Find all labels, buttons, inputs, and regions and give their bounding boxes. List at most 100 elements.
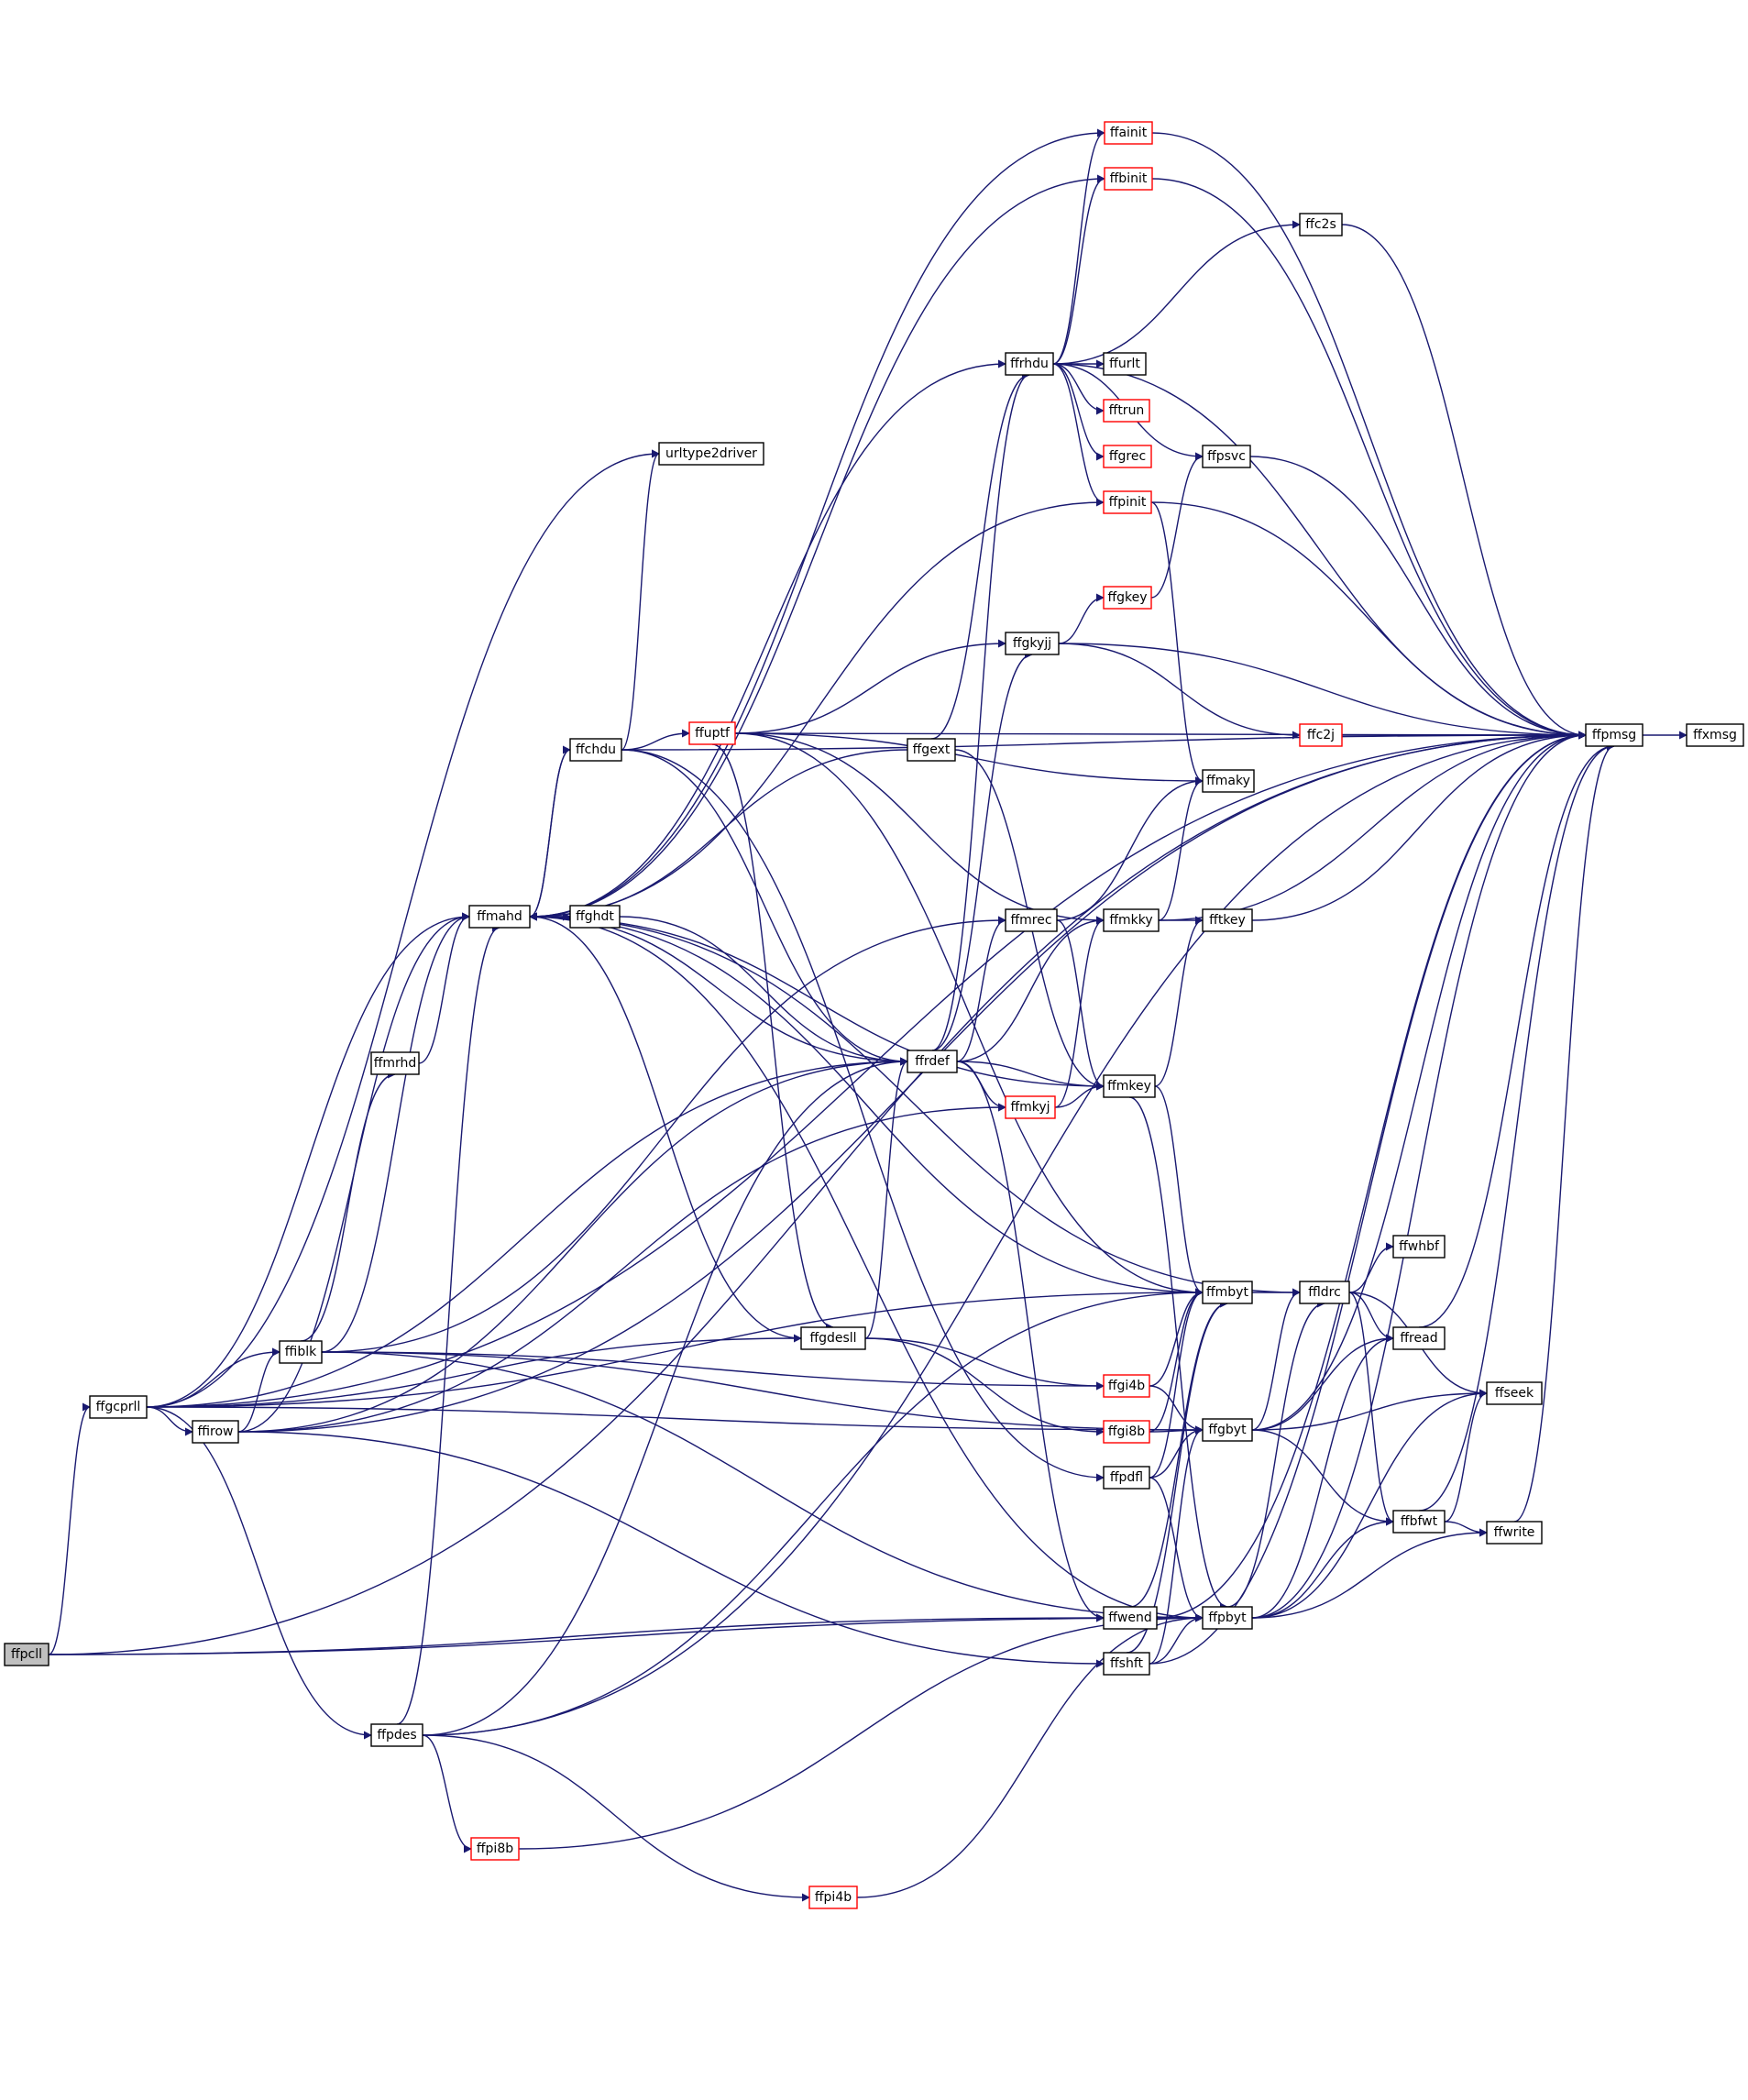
- node-label-ffrhdu: ffrhdu: [1010, 357, 1049, 371]
- node-ffpinit[interactable]: ffpinit: [1103, 490, 1152, 514]
- node-ffgext[interactable]: ffgext: [907, 738, 956, 762]
- edge-ffrdef-to-ffmrec: [956, 916, 1006, 1062]
- node-label-ffpcll: ffpcll: [11, 1647, 42, 1662]
- edge-ffrhdu-to-fftrun: [1052, 363, 1105, 415]
- edge-ffrhdu-to-ffainit: [1052, 128, 1105, 365]
- node-ffrhdu[interactable]: ffrhdu: [1005, 352, 1054, 376]
- edge-ffirow-to-ffmahd: [237, 912, 470, 1433]
- node-ffgdesll[interactable]: ffgdesll: [800, 1326, 866, 1350]
- node-box-ffgkyjj: [1005, 632, 1060, 655]
- edge-ffgi8b-to-ffgbyt: [1149, 1425, 1204, 1435]
- node-fftkey[interactable]: fftkey: [1202, 908, 1253, 932]
- node-box-ffwrite: [1486, 1521, 1543, 1545]
- node-label-ffpi4b: ffpi4b: [815, 1890, 852, 1905]
- node-label-ffbinit: ffbinit: [1110, 171, 1148, 186]
- node-box-ffpsvc: [1202, 445, 1251, 468]
- node-ffseek[interactable]: ffseek: [1486, 1381, 1543, 1405]
- edge-ffpdes-to-ffmahd: [396, 923, 500, 1725]
- node-ffbinit[interactable]: ffbinit: [1104, 167, 1153, 191]
- edge-ffgbyt-to-ffseek: [1251, 1389, 1488, 1431]
- node-label-ffpmsg: ffpmsg: [1592, 728, 1636, 742]
- node-label-ffshft: ffshft: [1110, 1656, 1143, 1671]
- node-ffmkyj[interactable]: ffmkyj: [1005, 1095, 1056, 1119]
- node-box-ffgi4b: [1103, 1374, 1150, 1398]
- node-ffc2j[interactable]: ffc2j: [1299, 723, 1343, 747]
- edge-ffgdesll-to-ffmahd: [529, 912, 802, 1339]
- node-ffuptf[interactable]: ffuptf: [688, 721, 736, 745]
- node-ffread[interactable]: ffread: [1392, 1326, 1446, 1350]
- node-box-ffmrhd: [370, 1051, 420, 1075]
- node-ffldrc[interactable]: ffldrc: [1299, 1281, 1350, 1304]
- node-label-ffpbyt: ffpbyt: [1208, 1611, 1247, 1625]
- node-ffurlt[interactable]: ffurlt: [1103, 352, 1147, 376]
- edge-ffrhdu-to-ffbinit: [1052, 174, 1105, 365]
- node-ffpcll[interactable]: ffpcll: [4, 1643, 49, 1666]
- edge-ffgkyjj-to-ffgkey: [1058, 593, 1105, 644]
- node-label-ffpsvc: ffpsvc: [1207, 449, 1246, 464]
- node-ffgi4b[interactable]: ffgi4b: [1103, 1374, 1150, 1398]
- node-ffgkyjj[interactable]: ffgkyjj: [1005, 632, 1060, 655]
- node-ffiblk[interactable]: ffiblk: [279, 1340, 323, 1364]
- node-ffwend[interactable]: ffwend: [1103, 1606, 1158, 1630]
- edge-ffgi8b-to-ffmbyt: [1149, 1288, 1204, 1433]
- node-ffmkey[interactable]: ffmkey: [1103, 1074, 1156, 1098]
- edge-ffrdef-to-ffmkky: [956, 916, 1105, 1062]
- node-ffainit[interactable]: ffainit: [1104, 121, 1153, 145]
- node-ffc2s[interactable]: ffc2s: [1299, 213, 1343, 236]
- node-ffwrite[interactable]: ffwrite: [1486, 1521, 1543, 1545]
- node-ffgbyt[interactable]: ffgbyt: [1202, 1418, 1253, 1442]
- edge-ffpbyt-to-ffseek: [1251, 1389, 1488, 1619]
- node-ffgi8b[interactable]: ffgi8b: [1103, 1420, 1150, 1444]
- node-ffgcprll[interactable]: ffgcprll: [89, 1395, 148, 1419]
- node-ffrdef[interactable]: ffrdef: [907, 1050, 958, 1073]
- node-label-ffmaky: ffmaky: [1206, 774, 1250, 788]
- node-ffwhbf[interactable]: ffwhbf: [1392, 1235, 1446, 1259]
- edge-fftkey-to-ffpmsg: [1251, 731, 1587, 921]
- node-ffpbyt[interactable]: ffpbyt: [1202, 1606, 1253, 1630]
- node-ffmbyt[interactable]: ffmbyt: [1202, 1281, 1253, 1304]
- node-label-urltype2driver: urltype2driver: [665, 446, 757, 461]
- node-ffgkey[interactable]: ffgkey: [1103, 586, 1152, 610]
- node-ffpdfl[interactable]: ffpdfl: [1103, 1466, 1150, 1490]
- node-box-ffainit: [1104, 121, 1153, 145]
- edge-ffmkey-to-fftkey: [1154, 916, 1204, 1087]
- node-ffxmsg[interactable]: ffxmsg: [1686, 723, 1744, 747]
- edge-ffpdfl-to-ffgbyt: [1149, 1425, 1204, 1479]
- edge-ffpsvc-to-ffpmsg: [1249, 456, 1587, 740]
- node-ffpi8b[interactable]: ffpi8b: [470, 1837, 520, 1861]
- node-ffpmsg[interactable]: ffpmsg: [1585, 723, 1644, 747]
- edge-ffpbyt-to-ffread: [1251, 1334, 1394, 1619]
- node-ffchdu[interactable]: ffchdu: [569, 738, 622, 762]
- node-ffmkky[interactable]: ffmkky: [1103, 908, 1160, 932]
- node-box-ffshft: [1103, 1652, 1150, 1676]
- node-fftrun[interactable]: fftrun: [1103, 399, 1150, 423]
- node-ffbfwt[interactable]: ffbfwt: [1392, 1510, 1446, 1534]
- node-label-ffmbyt: ffmbyt: [1206, 1285, 1248, 1300]
- node-box-ffuptf: [688, 721, 736, 745]
- edge-ffgkyjj-to-ffc2j: [1058, 643, 1301, 740]
- edge-ffgcprll-to-ffiblk: [146, 1347, 280, 1408]
- node-ffpi4b[interactable]: ffpi4b: [808, 1886, 858, 1909]
- edge-ffchdu-to-ffmahd: [529, 749, 571, 921]
- edge-ffpinit-to-ffmahd: [529, 501, 1105, 921]
- node-ffgrec[interactable]: ffgrec: [1103, 445, 1152, 468]
- node-label-ffseek: ffseek: [1495, 1386, 1534, 1401]
- edge-ffldrc-to-ffmahd: [529, 912, 1301, 1293]
- node-ffpsvc[interactable]: ffpsvc: [1202, 445, 1251, 468]
- edge-ffmkky-to-ffmaky: [1158, 776, 1204, 921]
- edge-ffainit-to-ffpmsg: [1151, 132, 1587, 740]
- edge-ffgbyt-to-ffpmsg: [1251, 731, 1587, 1431]
- node-box-ffbinit: [1104, 167, 1153, 191]
- node-ffmaky[interactable]: ffmaky: [1202, 769, 1255, 793]
- edge-ffldrc-to-ffwhbf: [1348, 1242, 1394, 1293]
- node-ffmrhd[interactable]: ffmrhd: [370, 1051, 420, 1075]
- node-ffmrec[interactable]: ffmrec: [1005, 908, 1058, 932]
- node-ffmahd[interactable]: ffmahd: [468, 905, 531, 929]
- edge-ffpdes-to-ffpi8b: [422, 1734, 472, 1853]
- node-box-urltype2driver: [658, 442, 764, 466]
- node-ffirow[interactable]: ffirow: [192, 1420, 239, 1444]
- node-ffshft[interactable]: ffshft: [1103, 1652, 1150, 1676]
- node-urltype2driver[interactable]: urltype2driver: [658, 442, 764, 466]
- node-ffpdes[interactable]: ffpdes: [370, 1723, 423, 1747]
- node-ffghdt[interactable]: ffghdt: [569, 905, 621, 929]
